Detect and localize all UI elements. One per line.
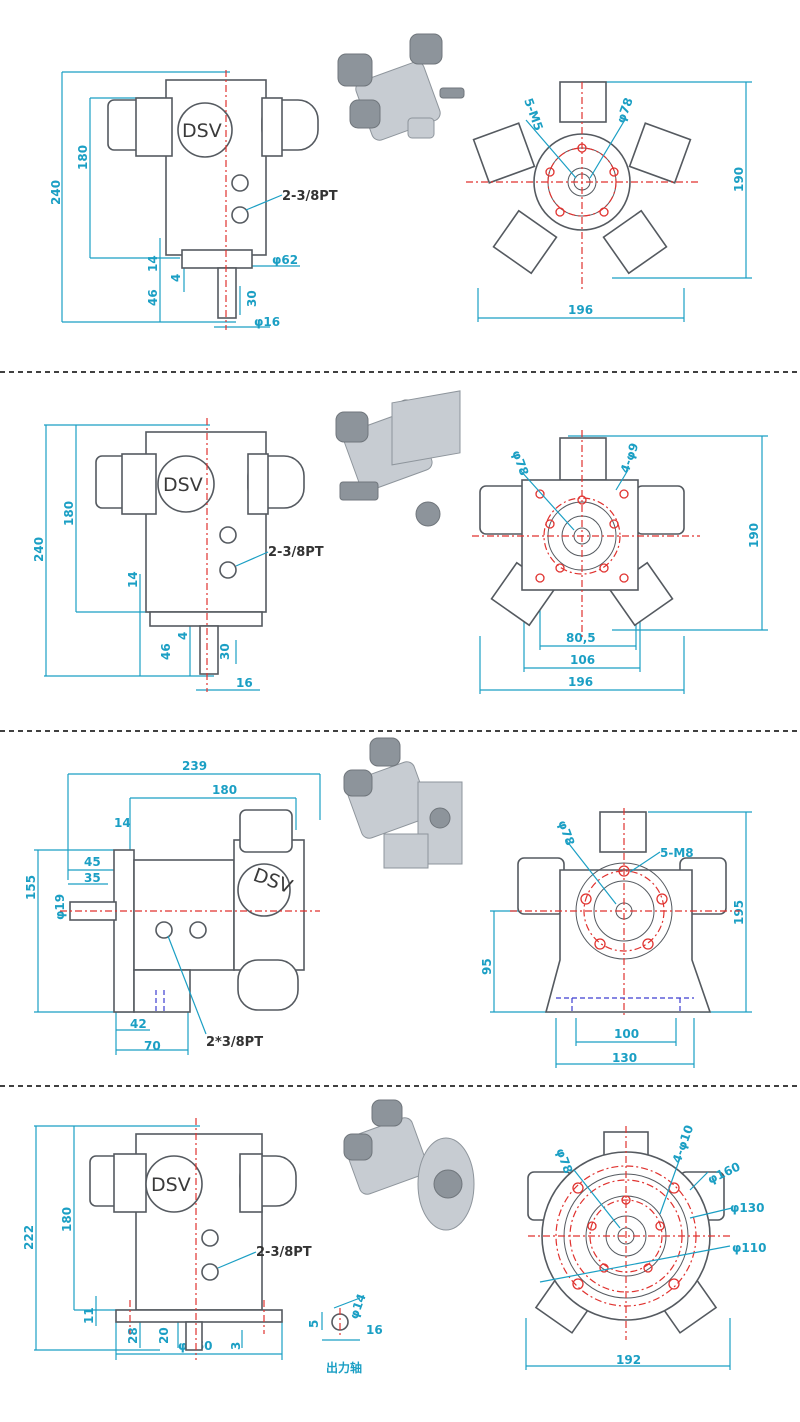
pcd-phi78: φ78: [509, 448, 531, 477]
row4-front-view: 192 φ78 4-φ10 φ160 φ130 φ110: [525, 1123, 766, 1370]
row3-side-view: 239 180 14 45 35 155 φ19 42 70 DSV 2*3/8…: [24, 759, 321, 1055]
dim-11: 11: [82, 1307, 96, 1324]
dim-30: 30: [245, 290, 259, 307]
dim-20: 20: [157, 1327, 171, 1344]
dim-180: 180: [62, 501, 76, 526]
row4-shaft-detail: φ14 5 16 出力轴: [307, 1292, 383, 1375]
dim-130: 130: [612, 1051, 637, 1065]
dim-240: 240: [49, 180, 63, 205]
dim-phi16: φ16: [254, 315, 280, 329]
row4-side-view: 222 180 11 28 20 3 φ160 DSV 2-3/8PT: [22, 1118, 312, 1360]
row2-side-view: 240 180 14 4 46 30 16 DSV 2-3/8PT: [32, 418, 324, 692]
row4-logo: DSV: [151, 1174, 191, 1196]
pcd-phi78: φ78: [614, 96, 636, 125]
row1-side-view: 240 180 14 4 46 30 φ62 φ16 DSV 2-3/8PT: [49, 70, 338, 330]
row2-logo: DSV: [163, 474, 203, 496]
row1-logo: DSV: [182, 120, 222, 142]
dim-42: 42: [130, 1017, 147, 1031]
dim-95: 95: [480, 958, 494, 975]
dim-196: 196: [568, 303, 593, 317]
shaft-dim-16: 16: [366, 1323, 383, 1337]
dim-106: 106: [570, 653, 595, 667]
row1-port-label: 2-3/8PT: [282, 189, 338, 204]
dim-222: 222: [22, 1225, 36, 1250]
dim-28: 28: [126, 1327, 140, 1344]
dim-4: 4: [176, 632, 190, 640]
row2-front-view: 190 80,5 106 196 φ78 4-φ9: [472, 430, 768, 694]
dim-14: 14: [146, 255, 160, 272]
dim-180: 180: [76, 145, 90, 170]
row3-product-photo: [343, 737, 463, 869]
holes-5-M5: 5-M5: [521, 96, 546, 132]
shaft-phi14: φ14: [347, 1292, 369, 1321]
row2-port-label: 2-3/8PT: [268, 545, 324, 560]
dim-16: 16: [236, 676, 253, 690]
holes-4-phi10: 4-φ10: [670, 1123, 697, 1165]
dim-70: 70: [144, 1039, 161, 1053]
shaft-dim-5: 5: [307, 1320, 321, 1328]
dim-35: 35: [84, 871, 101, 885]
dim-190: 190: [732, 167, 746, 192]
dim-14: 14: [126, 571, 140, 588]
dim-30: 30: [218, 643, 232, 660]
dim-45: 45: [84, 855, 101, 869]
row4-port-label: 2-3/8PT: [256, 1245, 312, 1260]
dim-14: 14: [114, 816, 131, 830]
dim-phi130: φ130: [730, 1201, 764, 1215]
row2-product-photo: [335, 390, 461, 527]
holes-5-M8: 5-M8: [660, 846, 694, 860]
dim-46: 46: [146, 289, 160, 306]
dim-190: 190: [747, 523, 761, 548]
shaft-caption: 出力轴: [326, 1360, 362, 1375]
dim-phi19: φ19: [53, 894, 67, 920]
dim-192: 192: [616, 1353, 641, 1367]
dim-180: 180: [60, 1207, 74, 1232]
row1-front-view: 190 196 5-M5 φ78: [466, 81, 752, 322]
dim-155: 155: [24, 875, 38, 900]
row1-product-photo: [337, 33, 465, 141]
dim-240: 240: [32, 537, 46, 562]
row3-port-label: 2*3/8PT: [206, 1035, 263, 1050]
dim-phi62: φ62: [272, 253, 298, 267]
dim-phi110: φ110: [732, 1241, 766, 1255]
dim-195: 195: [732, 900, 746, 925]
dim-239: 239: [182, 759, 207, 773]
holes-4-phi9: 4-φ9: [618, 441, 642, 475]
row3-front-view: 195 95 100 130 φ78 5-M8: [480, 808, 752, 1068]
dim-196: 196: [568, 675, 593, 689]
pcd-phi78: φ78: [555, 818, 577, 847]
dim-3: 3: [229, 1342, 243, 1350]
dim-180: 180: [212, 783, 237, 797]
dim-100: 100: [614, 1027, 639, 1041]
pcd-phi78: φ78: [553, 1146, 575, 1175]
dim-80-5: 80,5: [566, 631, 596, 645]
row4-product-photo: [343, 1099, 475, 1231]
dim-4: 4: [169, 274, 183, 282]
dim-46: 46: [159, 643, 173, 660]
